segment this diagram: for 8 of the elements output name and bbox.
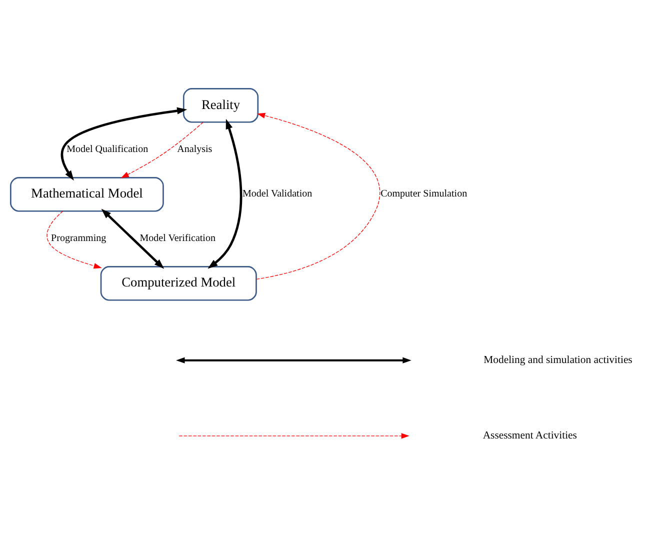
legend-label: Modeling and simulation activities [484,354,632,366]
legend-label: Assessment Activities [482,429,577,442]
edge-label: Analysis [177,144,212,156]
edge-label: Computer Simulation [380,188,468,200]
edge-label: Model Verification [140,233,216,244]
edge-label: Programming [51,233,106,244]
edge-label: Model Qualification [66,144,148,156]
edge-label: Model Validation [242,188,312,200]
